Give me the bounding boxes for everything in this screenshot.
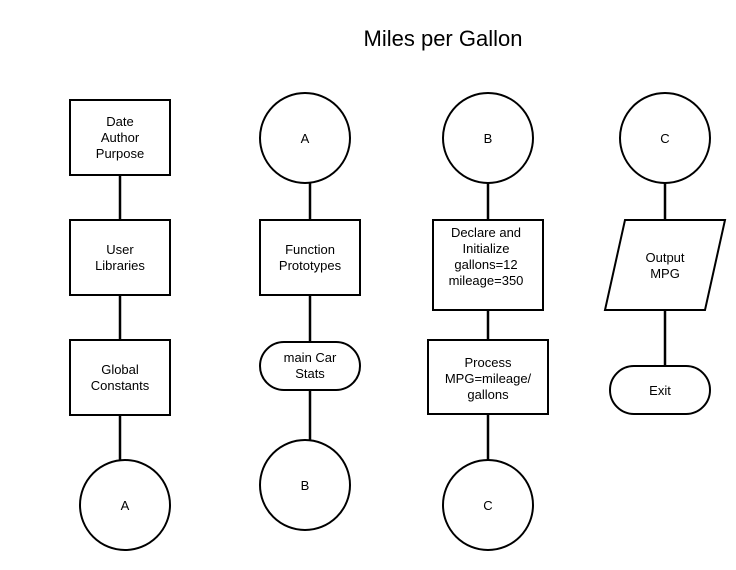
header-block-line-2: Author [101,130,140,145]
globals-block-line-1: Global [101,362,139,377]
declare-block-line-4: mileage=350 [449,273,524,288]
connector-a-out: A [79,459,171,551]
declare-block-line-3: gallons=12 [454,257,517,272]
connector-c-out-label: C [483,498,492,513]
prototypes-block-line-1: Function [285,242,335,257]
connector-a-in-label: A [301,131,310,146]
process-block-line-3: gallons [467,387,509,402]
globals-block-line-2: Constants [91,378,150,393]
declare-block-line-1: Declare and [451,225,521,240]
main-terminator-line-1: main Car [284,350,337,365]
prototypes-block-line-2: Prototypes [279,258,342,273]
process-block-line-2: MPG=mileage/ [445,371,532,386]
libraries-block-line-1: User [106,242,134,257]
connector-a-in: A [259,92,351,184]
connector-b-in-label: B [484,131,493,146]
globals-block: Global Constants [69,339,171,416]
main-terminator-line-2: Stats [295,366,325,381]
process-block: Process MPG=mileage/ gallons [427,339,549,415]
connector-b-out-label: B [301,478,310,493]
main-terminator: main Car Stats [259,341,361,391]
exit-terminator-label: Exit [649,383,671,398]
connector-c-in: C [619,92,711,184]
connector-b-in: B [442,92,534,184]
exit-terminator: Exit [609,365,711,415]
connector-b-out: B [259,439,351,531]
libraries-block-line-2: Libraries [95,258,145,273]
declare-block-line-2: Initialize [463,241,510,256]
process-block-line-1: Process [465,355,512,370]
prototypes-block: Function Prototypes [259,219,361,296]
header-block-line-1: Date [106,114,133,129]
declare-block: Declare and Initialize gallons=12 mileag… [432,219,544,311]
connector-c-in-label: C [660,131,669,146]
output-parallelogram-line-1: Output [645,250,684,265]
header-block-line-3: Purpose [96,146,144,161]
output-parallelogram: Output MPG [603,219,727,311]
connector-c-out: C [442,459,534,551]
output-parallelogram-line-2: MPG [650,266,680,281]
connector-a-out-label: A [121,498,130,513]
diagram-title: Miles per Gallon [363,26,523,51]
header-block: Date Author Purpose [69,99,171,176]
libraries-block: User Libraries [69,219,171,296]
